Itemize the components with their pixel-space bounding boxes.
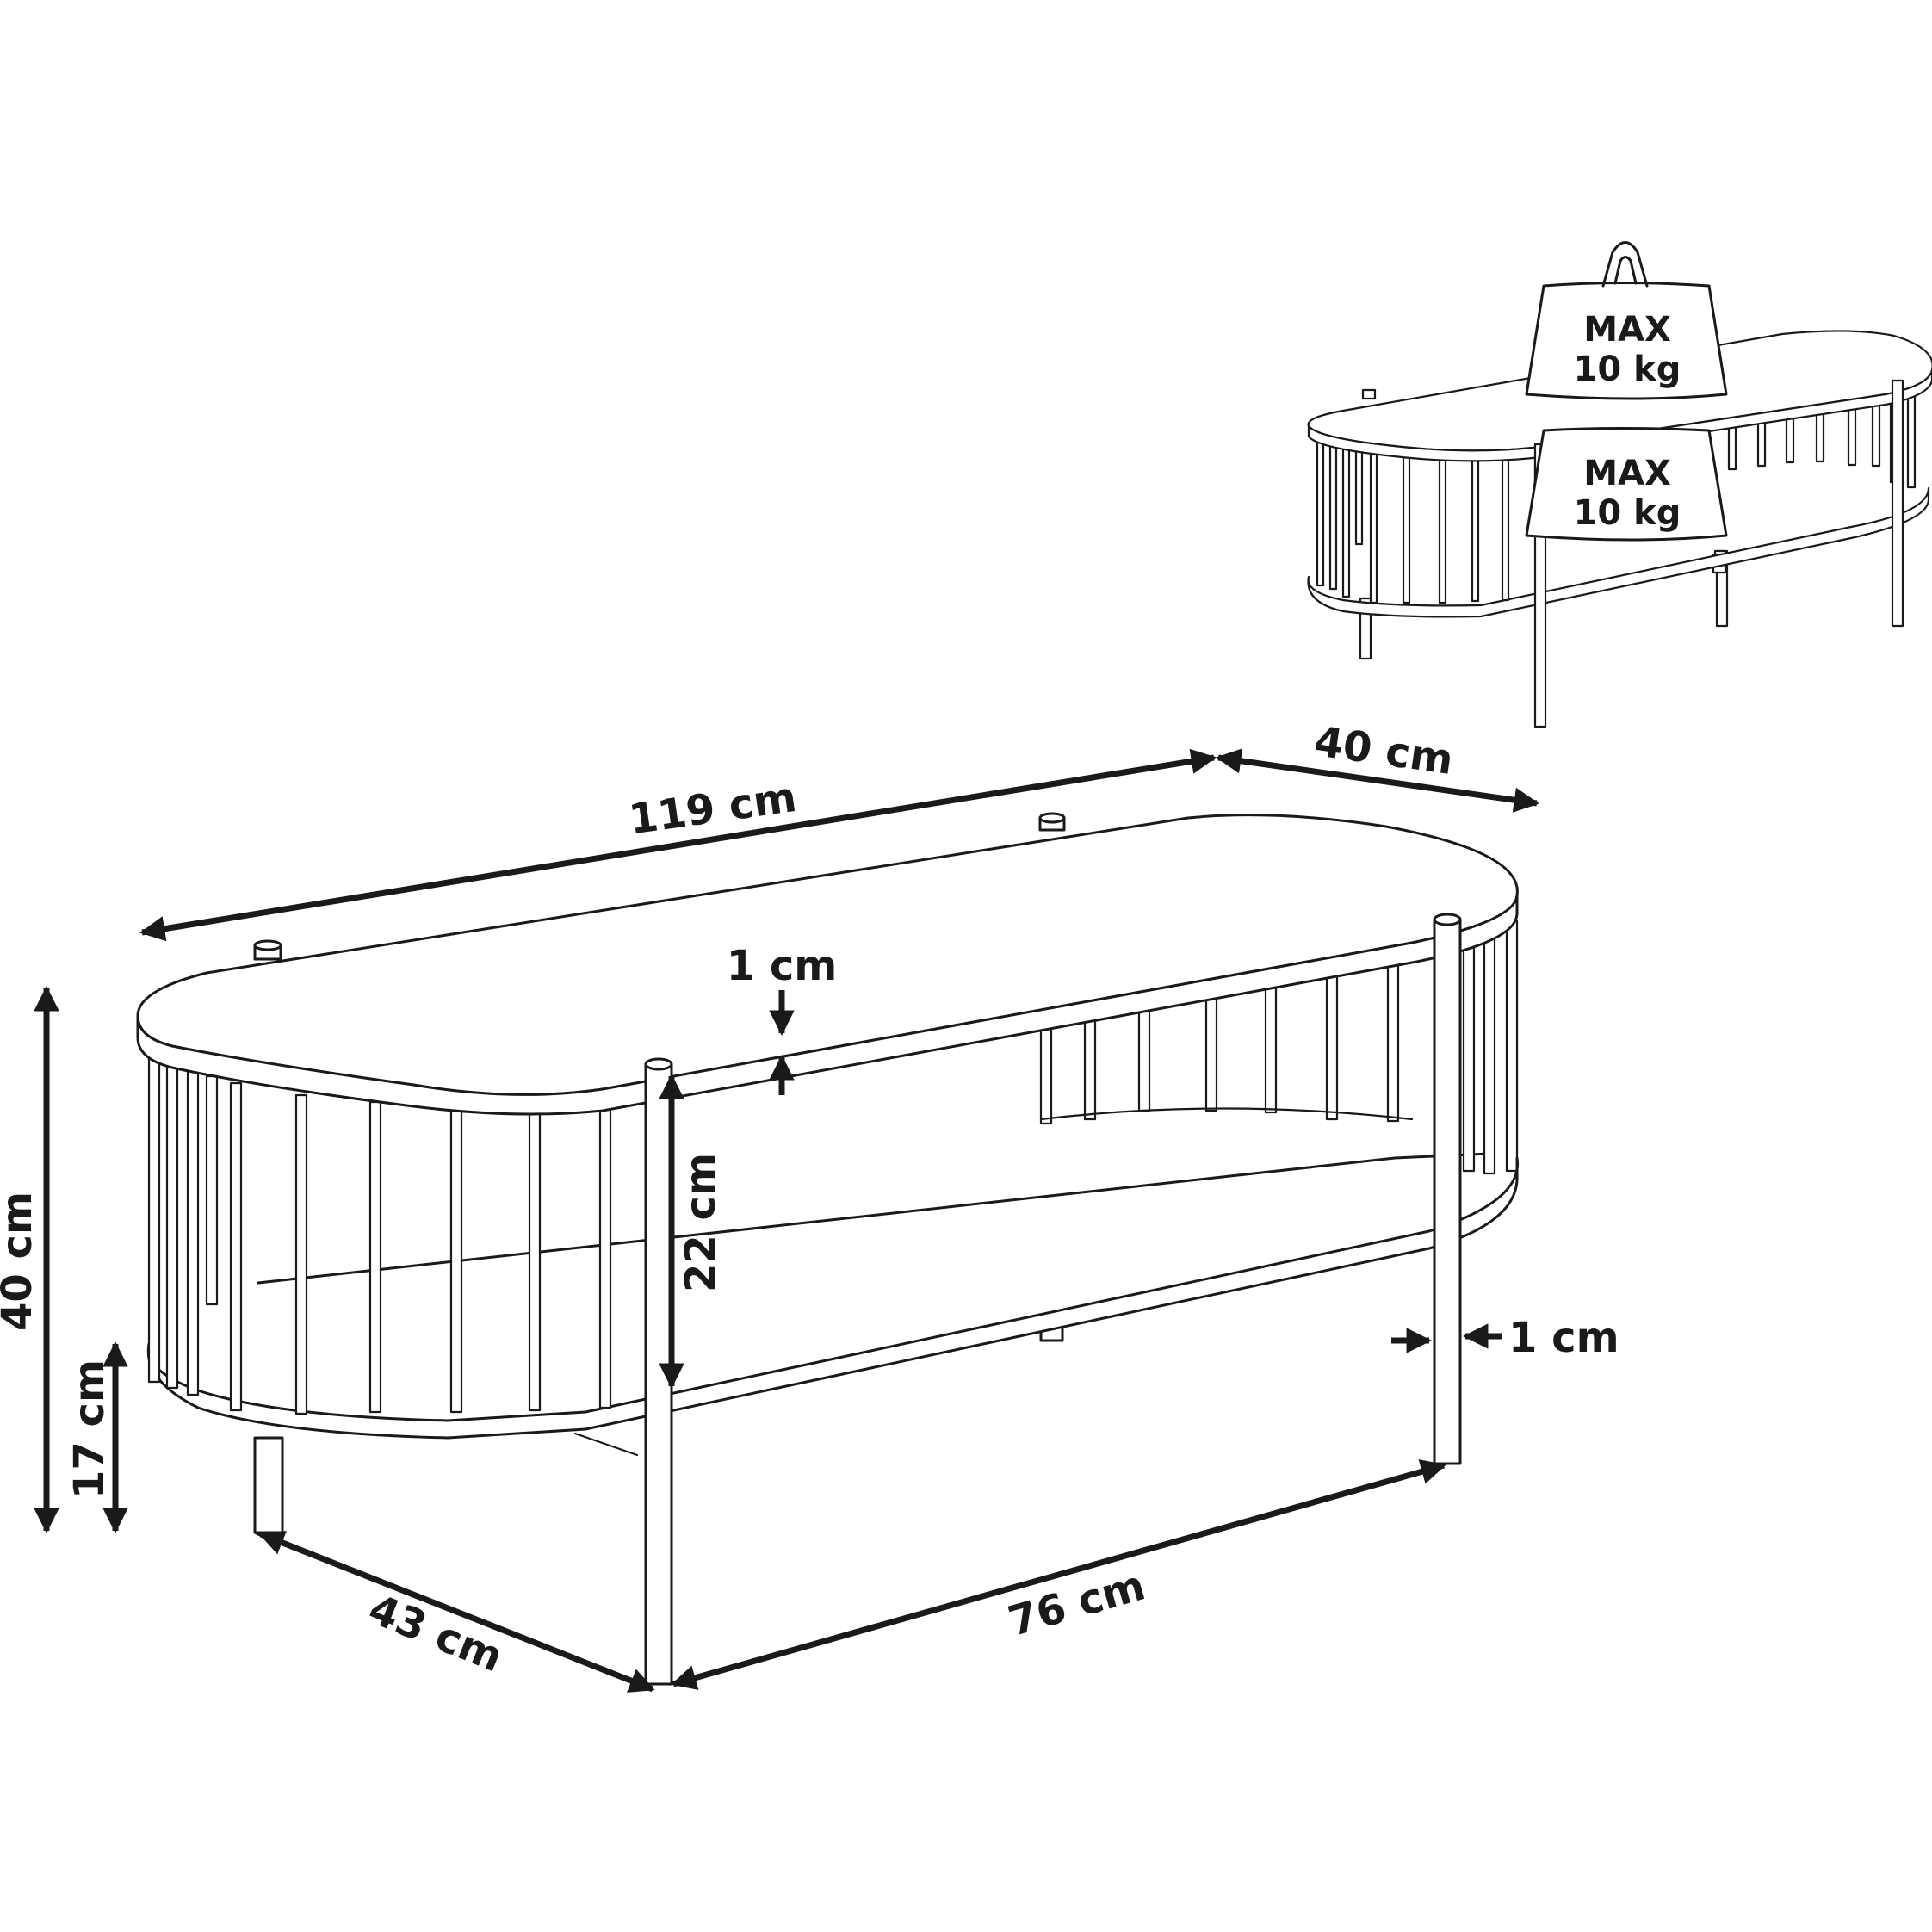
width-dimension-line [1216, 748, 1539, 813]
top-left-peg [253, 939, 282, 961]
dimension-lines [34, 748, 1539, 1693]
back-rods [1039, 920, 1519, 1175]
top-load-weight-icon: MAX 10 kg [1525, 241, 1728, 400]
shelf-load-weight-icon: MAX 10 kg [1525, 427, 1728, 542]
front-rods [147, 1053, 612, 1415]
height-label: 40 cm [0, 1192, 41, 1331]
lower-shelf-rear-curve [1039, 1107, 1414, 1121]
length-label: 119 cm [626, 773, 799, 845]
lower-shelf-underside [573, 1432, 639, 1457]
front-right-leg [1433, 913, 1462, 1465]
shelf-height-label: 17 cm [65, 1359, 114, 1499]
top-load-weight-label: 10 kg [1574, 350, 1681, 389]
shelf-gap-label: 22 cm [677, 1153, 725, 1292]
depth-spacing-dimension-line [258, 1531, 655, 1693]
length-spacing-dimension-line [671, 1459, 1446, 1690]
depth-spacing-label: 43 cm [362, 1585, 509, 1682]
table-top-edge [136, 894, 1519, 1116]
leg-diameter-label: 1 cm [1508, 1314, 1619, 1362]
length-spacing-label: 76 cm [1003, 1561, 1150, 1645]
top-back-peg [1038, 812, 1066, 832]
front-left-leg [253, 1436, 284, 1539]
length-dimension-line [139, 748, 1217, 942]
top-thickness-label: 1 cm [727, 942, 838, 990]
shelf-load-weight-label: 10 kg [1574, 493, 1681, 533]
load-diagram: MAX 10 kg MAX 10 kg [1307, 241, 1932, 728]
top-load-max-label: MAX [1583, 310, 1671, 350]
front-center-leg [644, 1057, 673, 1686]
shelf-load-max-label: MAX [1583, 454, 1671, 493]
lower-shelf [146, 1156, 1520, 1440]
